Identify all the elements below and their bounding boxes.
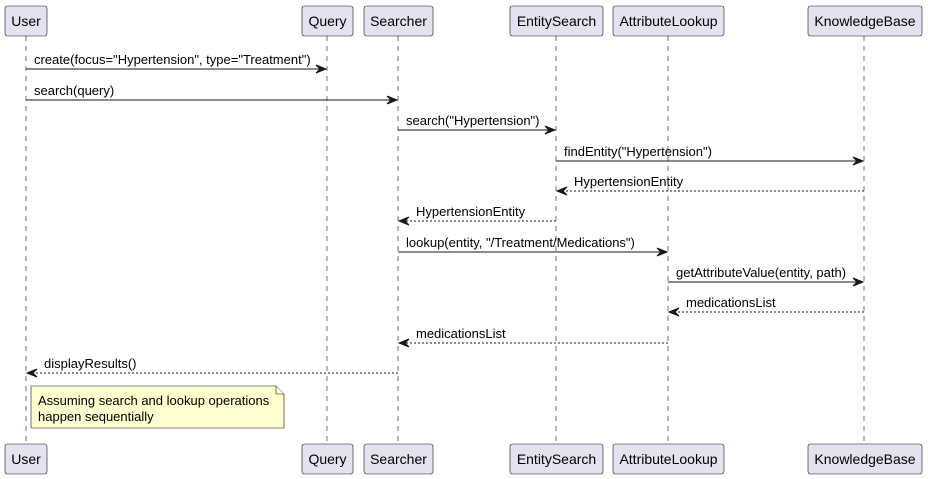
messages: create(focus="Hypertension", type="Treat… <box>25 52 865 378</box>
participant-user-top: User <box>4 5 48 37</box>
participant-label: EntitySearch <box>517 451 596 467</box>
participant-label: User <box>11 13 41 29</box>
participant-searcher-bottom: Searcher <box>363 443 434 475</box>
participant-label: Searcher <box>370 13 427 29</box>
message-10: medicationsList <box>397 326 668 348</box>
participant-label: KnowledgeBase <box>814 451 915 467</box>
participant-box <box>363 5 434 37</box>
message-label: medicationsList <box>686 295 776 310</box>
note-line-1: Assuming search and lookup operations <box>38 393 270 408</box>
participant-box <box>363 443 434 475</box>
participant-label: Query <box>308 451 346 467</box>
arrowhead <box>397 338 410 348</box>
message-label: medicationsList <box>416 326 506 341</box>
message-9: medicationsList <box>667 295 864 317</box>
participant-knowledgebase-bottom: KnowledgeBase <box>807 443 923 475</box>
message-label: HypertensionEntity <box>416 204 526 219</box>
participant-entitysearch-top: EntitySearch <box>509 5 604 37</box>
message-label: findEntity("Hypertension") <box>564 144 712 159</box>
arrowhead <box>852 156 865 166</box>
participant-box <box>4 443 48 475</box>
participant-label: KnowledgeBase <box>814 13 915 29</box>
arrowhead <box>397 216 410 226</box>
note-fold <box>275 386 284 395</box>
participant-label: EntitySearch <box>517 13 596 29</box>
participants-top: User Query Searcher EntitySearch AttributeLo… <box>4 5 923 37</box>
participant-label: AttributeLookup <box>619 13 717 29</box>
message-label: search(query) <box>34 83 114 98</box>
participant-box <box>612 5 725 37</box>
message-label: lookup(entity, "/Treatment/Medications") <box>406 235 635 250</box>
participant-box <box>807 5 923 37</box>
arrowhead <box>25 368 38 378</box>
arrowhead <box>852 277 865 287</box>
participant-label: Searcher <box>370 451 427 467</box>
message-label: create(focus="Hypertension", type="Treat… <box>34 52 311 67</box>
arrowhead <box>315 64 328 74</box>
participant-box <box>807 443 923 475</box>
participant-label: Query <box>308 13 346 29</box>
message-2: search(query) <box>26 83 399 105</box>
note-line-2: happen sequentially <box>38 409 154 424</box>
message-8: getAttributeValue(entity, path) <box>668 265 865 287</box>
message-6: HypertensionEntity <box>397 204 556 226</box>
message-11: displayResults() <box>25 356 398 378</box>
participant-query-top: Query <box>301 5 354 37</box>
message-label: HypertensionEntity <box>574 174 684 189</box>
message-1: create(focus="Hypertension", type="Treat… <box>26 52 328 74</box>
participant-box <box>301 5 354 37</box>
participant-box <box>301 443 354 475</box>
participant-box <box>509 443 604 475</box>
participant-attributelookup-top: AttributeLookup <box>612 5 725 37</box>
arrowhead <box>667 307 680 317</box>
note: Assuming search and lookup operations ha… <box>30 385 285 429</box>
participant-user-bottom: User <box>4 443 48 475</box>
lifelines <box>25 36 865 444</box>
arrowhead <box>544 125 557 135</box>
message-label: getAttributeValue(entity, path) <box>676 265 846 280</box>
participants-bottom: User Query Searcher EntitySearch AttributeLo… <box>4 443 923 475</box>
participant-box <box>4 5 48 37</box>
arrowhead <box>656 247 669 257</box>
message-5: HypertensionEntity <box>555 174 864 196</box>
message-7: lookup(entity, "/Treatment/Medications") <box>398 235 669 257</box>
participant-entitysearch-bottom: EntitySearch <box>509 443 604 475</box>
participant-box <box>612 443 725 475</box>
participant-query-bottom: Query <box>301 443 354 475</box>
participant-knowledgebase-top: KnowledgeBase <box>807 5 923 37</box>
participant-attributelookup-bottom: AttributeLookup <box>612 443 725 475</box>
message-label: displayResults() <box>44 356 136 371</box>
message-label: search("Hypertension") <box>406 113 540 128</box>
participant-label: User <box>11 451 41 467</box>
participant-searcher-top: Searcher <box>363 5 434 37</box>
message-4: findEntity("Hypertension") <box>556 144 865 166</box>
participant-label: AttributeLookup <box>619 451 717 467</box>
arrowhead <box>555 186 568 196</box>
participant-box <box>509 5 604 37</box>
message-3: search("Hypertension") <box>398 113 557 135</box>
arrowhead <box>386 95 399 105</box>
note-box <box>30 385 285 429</box>
